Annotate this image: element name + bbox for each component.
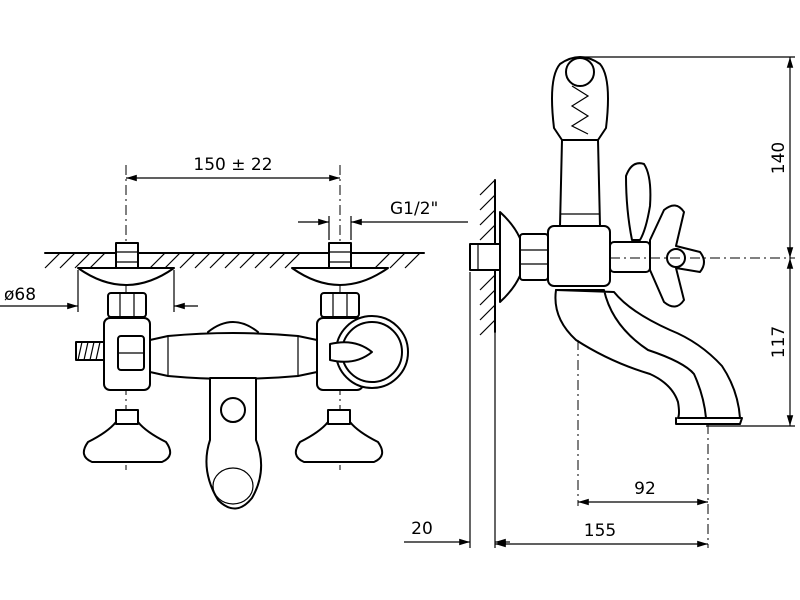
front-view: 150 ± 22 G1/2" ø68	[0, 155, 468, 510]
left-nut	[107, 292, 147, 318]
mounting-surface-hatch	[44, 252, 425, 269]
wall-offset-dimension: 20	[404, 519, 510, 546]
spout-reach-dimension: 92	[578, 479, 708, 506]
diameter-dimension: ø68	[0, 270, 198, 312]
height-spout-dimension: 117	[769, 258, 794, 426]
left-handle	[82, 409, 172, 463]
height-top-dimension: 140	[769, 56, 794, 258]
thread-label: G1/2"	[390, 199, 438, 219]
height-top-label: 140	[769, 142, 789, 174]
shower-holder-ring	[565, 57, 595, 87]
side-lever	[625, 162, 652, 241]
shower-holder-cradle	[551, 56, 609, 141]
spacing-dimension: 150 ± 22	[126, 155, 340, 182]
left-flange	[77, 267, 175, 286]
spacing-label: 150 ± 22	[193, 155, 272, 175]
hose-outlet	[75, 341, 107, 361]
side-spout	[555, 289, 741, 419]
right-inlet	[328, 242, 352, 274]
right-nut	[320, 292, 360, 318]
thread-dimension: G1/2"	[298, 199, 468, 240]
side-body	[547, 225, 611, 287]
shower-holder-stem	[559, 139, 601, 227]
depth-dimension: 155	[495, 521, 708, 548]
depth-label: 155	[584, 521, 616, 541]
spout-reach-label: 92	[634, 479, 656, 499]
mixer-body	[149, 332, 318, 380]
right-flange	[291, 267, 389, 286]
height-spout-label: 117	[769, 326, 789, 358]
diameter-label: ø68	[4, 285, 36, 305]
wall-offset-label: 20	[411, 519, 433, 539]
right-handle	[294, 409, 384, 463]
side-nut	[519, 233, 549, 281]
side-view: 140 117 92 20 155	[404, 56, 795, 548]
